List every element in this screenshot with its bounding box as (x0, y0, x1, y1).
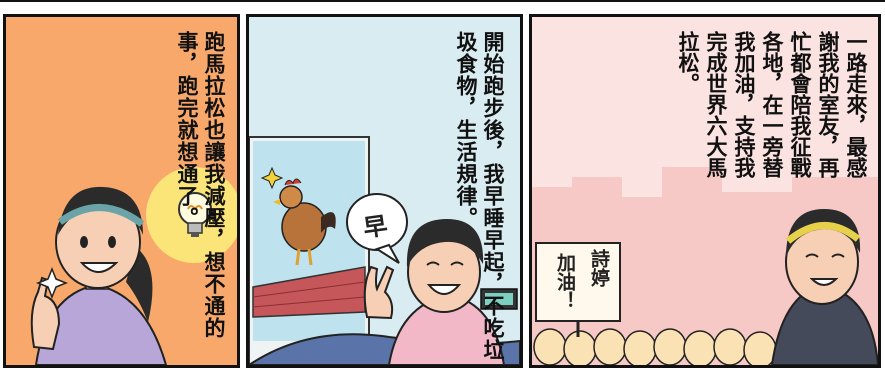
pointing-hand (30, 276, 61, 351)
panel-2-artwork (249, 136, 520, 365)
sparkle-icon (35, 266, 69, 300)
comic-panel-3: 詩婷 加油！ 一路走來，最感謝我的室友，再忙都會陪我征戰各地，在一旁替我加油，支… (529, 14, 881, 368)
headband (785, 222, 861, 244)
top-rule (0, 0, 885, 2)
sign-text-right: 詩婷 (588, 249, 610, 287)
window-frame (249, 136, 370, 365)
speech-bubble-text: 早 (361, 211, 390, 243)
panel-3-artwork (532, 167, 878, 365)
panel-3-caption: 一路走來，最感謝我的室友，再忙都會陪我征戰各地，在一旁替我加油，支持我完成世界六… (676, 31, 868, 178)
star-icon (260, 166, 284, 190)
panel-1-caption: 跑馬拉松也讓我減壓，想不通的事，跑完就想通了。 (175, 31, 226, 339)
light-bulb-icon (178, 192, 212, 237)
panel-1-artwork (30, 167, 237, 365)
comic-panel-2: 早 開始跑步後，我早睡早起，不吃垃圾食物，生活規律。 (246, 14, 523, 368)
sign-text-left: 加油！ (554, 253, 576, 310)
comic-panel-1: 跑馬拉松也讓我減壓，想不通的事，跑完就想通了。 (3, 14, 240, 368)
waving-hand (363, 265, 395, 320)
headband (57, 204, 145, 227)
cheer-sign (535, 242, 621, 322)
rooster (273, 178, 336, 266)
panel-2-caption: 開始跑步後，我早睡早起，不吃垃圾食物，生活規律。 (454, 31, 505, 361)
crowd (533, 328, 777, 365)
